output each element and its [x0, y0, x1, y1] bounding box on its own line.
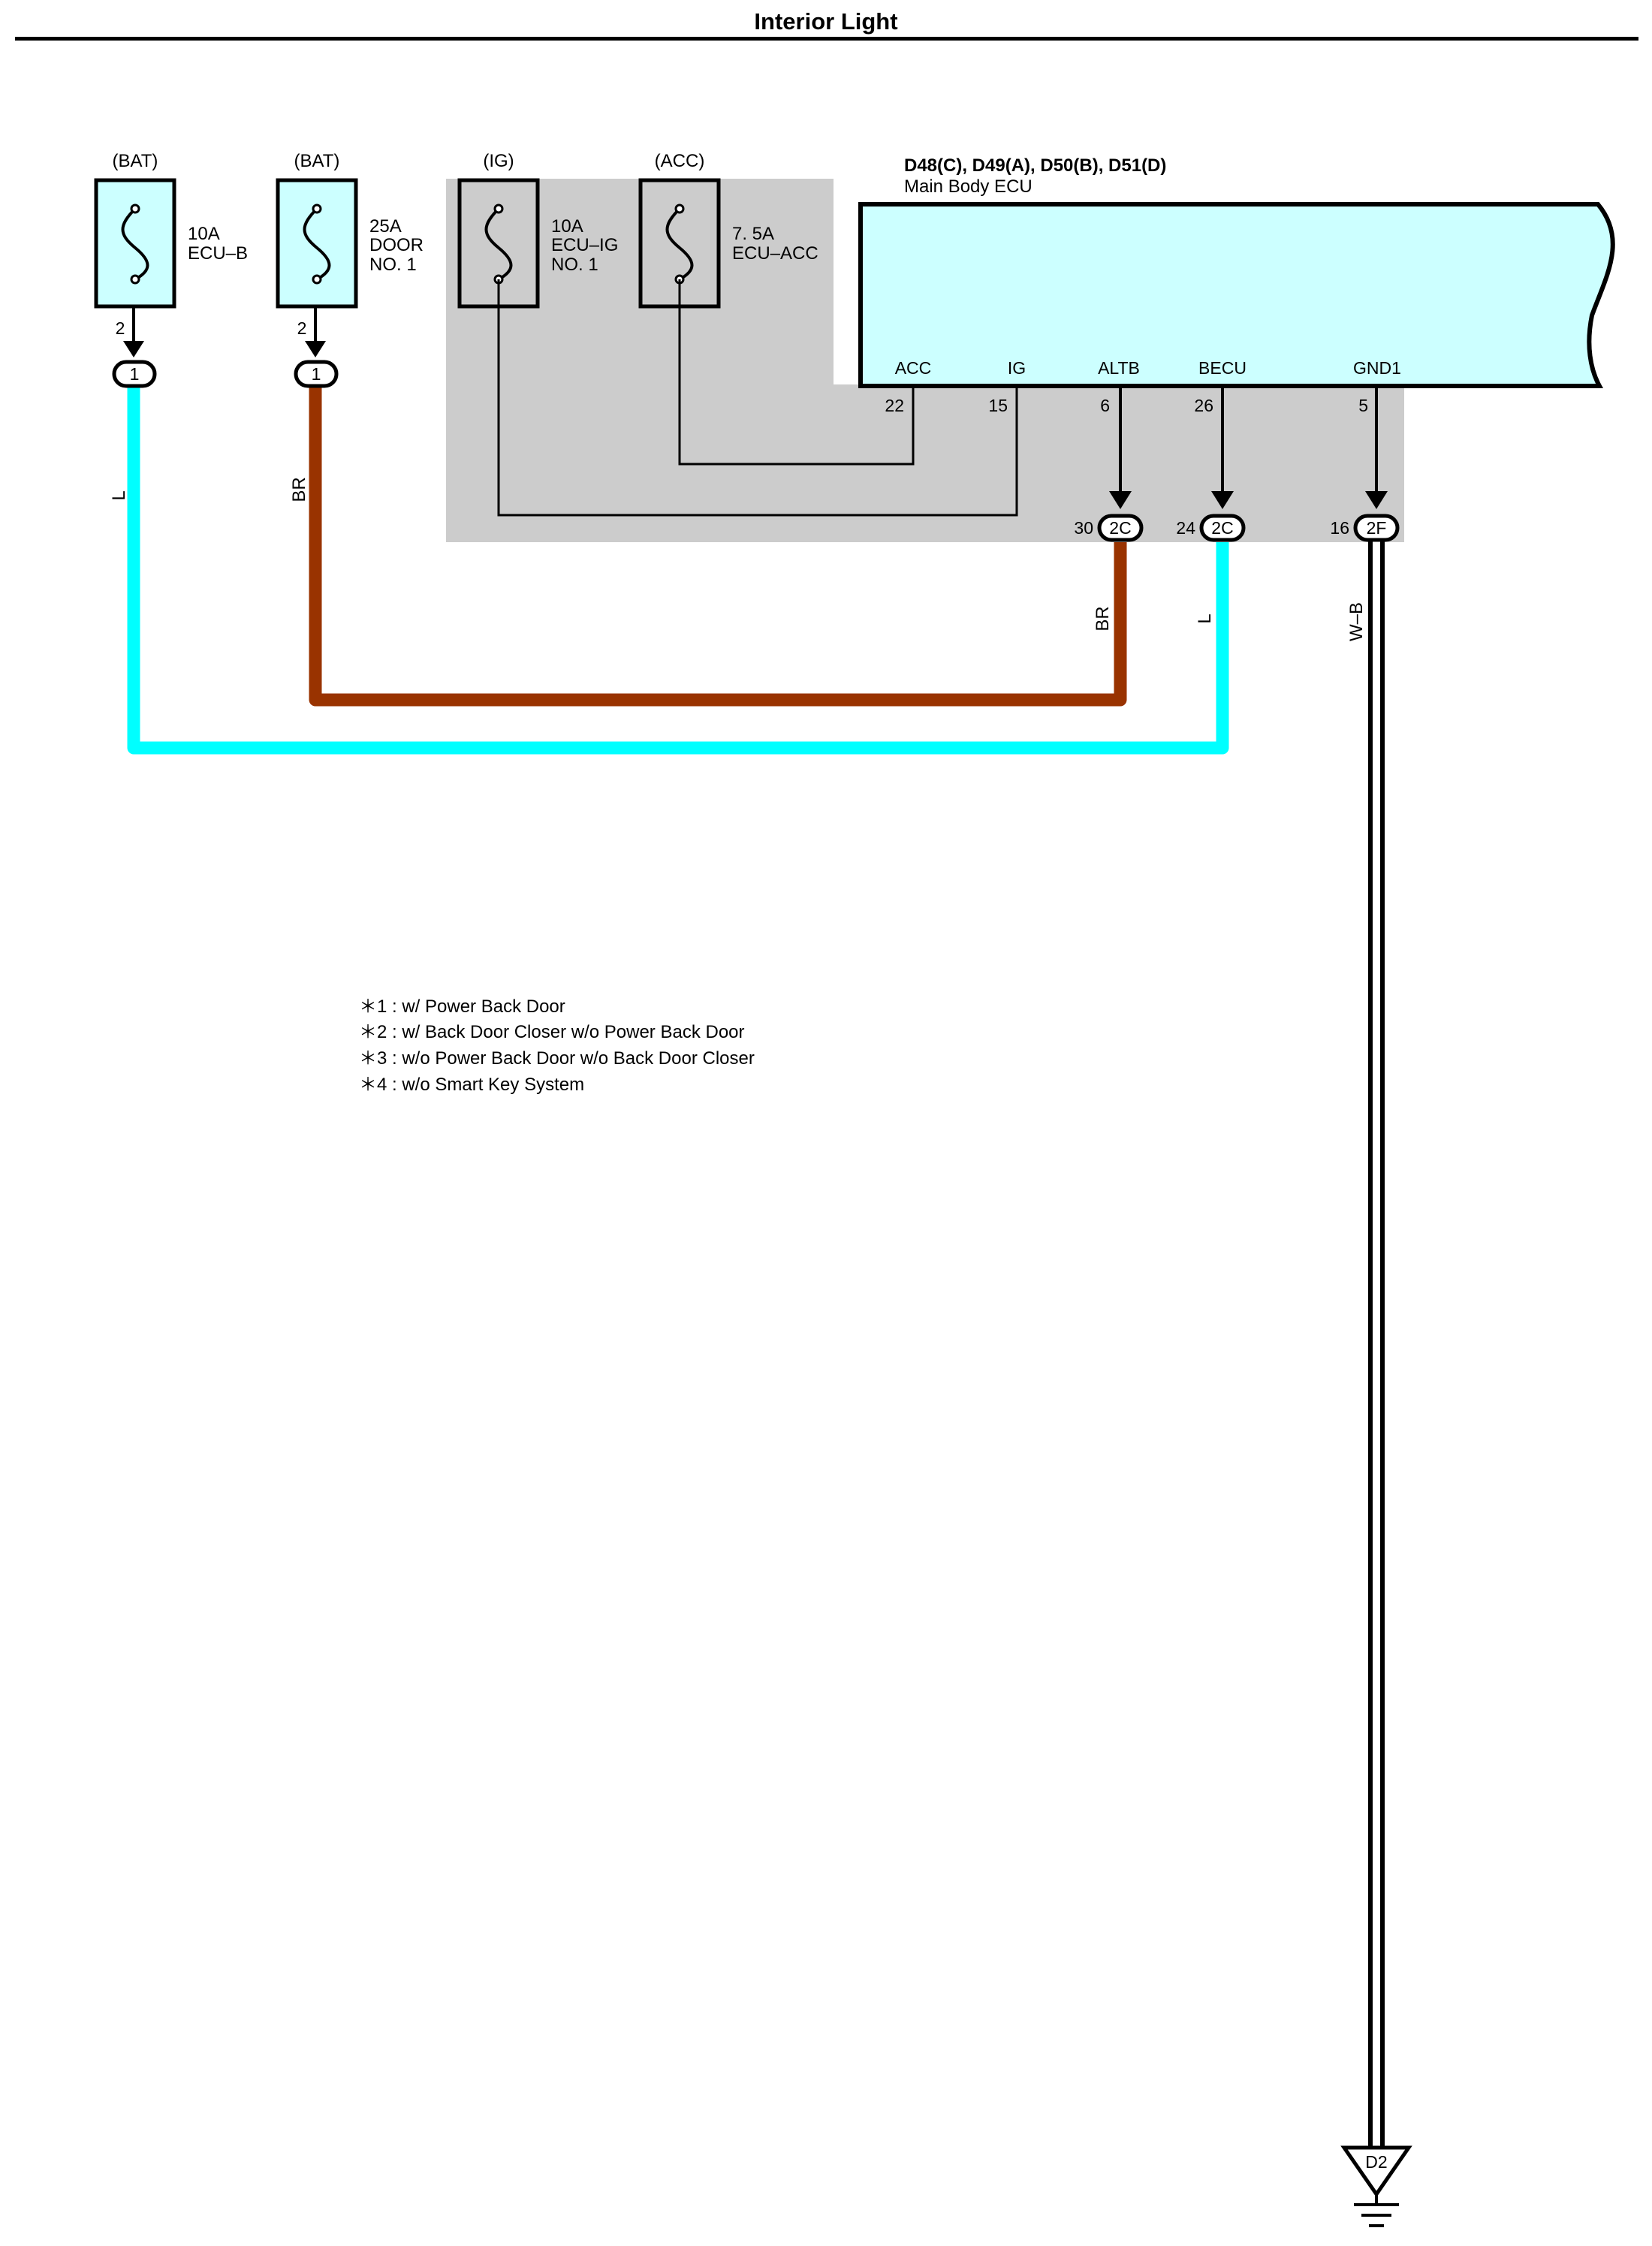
terminal-name-acc: ACC [895, 358, 932, 378]
arrow-icon [1365, 491, 1388, 509]
fuse-box [94, 178, 176, 309]
terminal-pin-gnd1: 5 [1358, 396, 1368, 415]
wire-acc-feed [678, 279, 915, 466]
fuse-rating: 25A [369, 216, 402, 237]
title-rule [15, 37, 1638, 41]
fuse-source-label: (ACC) [655, 151, 705, 171]
fuse-rating: 7. 5A [732, 224, 774, 244]
wire-color-label: L [109, 490, 129, 500]
fuse-door-no1: (BAT) 25A DOOR NO. 1 2 1 BR [276, 151, 424, 502]
junction-label: 1 [130, 364, 140, 384]
junction-connector [112, 360, 157, 388]
fuse-source-label: (BAT) [294, 151, 340, 171]
fuse-name-line2: NO. 1 [551, 255, 598, 275]
fuse-rating: 10A [551, 216, 583, 237]
fuse-element-icon [484, 207, 513, 281]
ecu-box [858, 202, 1615, 388]
ground-d2: D2 [1340, 2145, 1412, 2227]
fuse-pin: 2 [116, 318, 125, 338]
terminal-name-ig: IG [1008, 358, 1026, 378]
terminal-name-altb: ALTB [1098, 358, 1140, 378]
wire-l [127, 387, 1229, 755]
wire-ig-feed [497, 279, 1018, 517]
arrow-icon [305, 341, 326, 357]
connector-pin: 24 [1176, 518, 1195, 538]
ground-label: D2 [1365, 2152, 1387, 2172]
fuse-name: ECU–B [188, 243, 248, 264]
fuse-box [276, 178, 358, 309]
fuse-element-icon [121, 207, 149, 281]
junction-label: 1 [312, 364, 321, 384]
terminal-pin-altb: 6 [1100, 396, 1110, 415]
fuse-ecu-ig-no1: (IG) 10A ECU–IG NO. 1 [457, 151, 1018, 517]
fuse-pin: 2 [297, 318, 307, 338]
fuse-ecu-acc: (ACC) 7. 5A ECU–ACC [638, 151, 915, 466]
wire-wb [1368, 541, 1385, 2147]
fuse-source-label: (IG) [483, 151, 514, 171]
connector-label: 2C [1109, 518, 1131, 538]
fuse-source-label: (BAT) [113, 151, 158, 171]
arrow-icon [1211, 491, 1234, 509]
fuse-element-icon [665, 207, 694, 281]
connector-label: 2C [1211, 518, 1233, 538]
arrow-icon [1109, 491, 1132, 509]
fuse-name-line1: ECU–IG [551, 235, 618, 255]
connector-2c-altb [1097, 514, 1144, 542]
fuse-element-icon [303, 207, 331, 281]
wire-color-label: L [1195, 614, 1215, 623]
page-title: Interior Light [754, 8, 897, 35]
arrow-icon [123, 341, 144, 357]
terminal-pin-ig: 15 [988, 396, 1008, 415]
fuse-name-line1: DOOR [369, 235, 424, 255]
note-3: ＊3 : w/o Power Back Door w/o Back Door C… [359, 1048, 755, 1069]
connector-pin: 30 [1074, 518, 1093, 538]
terminal-name-becu: BECU [1198, 358, 1247, 378]
ecu-connector-code: D48(C), D49(A), D50(B), D51(D) [904, 155, 1166, 176]
connector-pin: 16 [1330, 518, 1349, 538]
junction-connector [294, 360, 339, 388]
connector-2c-becu [1199, 514, 1246, 542]
fuse-rating: 10A [188, 224, 220, 244]
fuse-name-line2: NO. 1 [369, 255, 417, 275]
terminal-pin-acc: 22 [885, 396, 904, 415]
fuse-ecu-b: (BAT) 10A ECU–B 2 1 L [94, 151, 248, 501]
wire-br [309, 387, 1127, 707]
notes: ＊1 : w/ Power Back Door ＊2 : w/ Back Doo… [359, 996, 755, 1095]
wire-color-label: BR [1093, 606, 1113, 631]
note-2: ＊2 : w/ Back Door Closer w/o Power Back … [359, 1022, 745, 1042]
connector-2f-gnd1 [1353, 514, 1400, 542]
connector-label: 2F [1367, 518, 1387, 538]
note-1: ＊1 : w/ Power Back Door [359, 996, 565, 1017]
wire-color-label: W–B [1346, 602, 1367, 641]
ground-triangle-icon [1340, 2145, 1412, 2198]
fuse-name: ECU–ACC [732, 243, 818, 264]
main-body-ecu: D48(C), D49(A), D50(B), D51(D) Main Body… [858, 155, 1615, 641]
note-4: ＊4 : w/o Smart Key System [359, 1075, 584, 1095]
terminal-name-gnd1: GND1 [1353, 358, 1401, 378]
terminal-pin-becu: 26 [1194, 396, 1213, 415]
wire-color-label: BR [289, 477, 309, 502]
ecu-name: Main Body ECU [904, 176, 1032, 197]
